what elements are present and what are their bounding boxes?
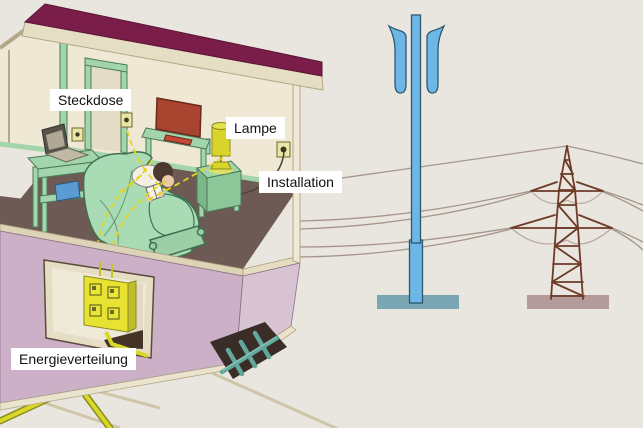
house-cutaway bbox=[0, 3, 324, 411]
desk bbox=[26, 123, 104, 233]
baseboard bbox=[59, 145, 299, 189]
person-reading bbox=[153, 162, 174, 187]
wire-garlands bbox=[510, 190, 613, 245]
tv bbox=[155, 97, 202, 138]
label-lampe: Lampe bbox=[226, 117, 285, 140]
wall-socket bbox=[120, 112, 133, 128]
mobile-phone-mast bbox=[377, 14, 459, 309]
nightstand bbox=[195, 122, 243, 218]
antenna-panel-left bbox=[387, 24, 407, 94]
label-energieverteilung: Energieverteilung bbox=[11, 348, 136, 371]
laptop bbox=[41, 123, 90, 163]
wall-socket bbox=[71, 127, 84, 142]
tv-bench bbox=[141, 97, 211, 169]
antenna-panel-right bbox=[426, 24, 446, 94]
basement-window bbox=[43, 259, 155, 359]
label-steckdose: Steckdose bbox=[50, 89, 132, 112]
wall-sockets bbox=[71, 112, 291, 199]
distribution-box bbox=[83, 262, 137, 333]
cable-duct bbox=[210, 322, 287, 379]
label-installation: Installation bbox=[259, 171, 342, 194]
pylon-base bbox=[527, 295, 609, 309]
power-lines bbox=[299, 145, 643, 258]
person-face bbox=[162, 175, 174, 187]
cable-conduit bbox=[104, 331, 149, 358]
power-pylon bbox=[510, 145, 613, 309]
router bbox=[54, 180, 81, 202]
tv-stand bbox=[163, 134, 193, 146]
roof bbox=[21, 3, 324, 91]
roof-surface bbox=[23, 3, 323, 77]
